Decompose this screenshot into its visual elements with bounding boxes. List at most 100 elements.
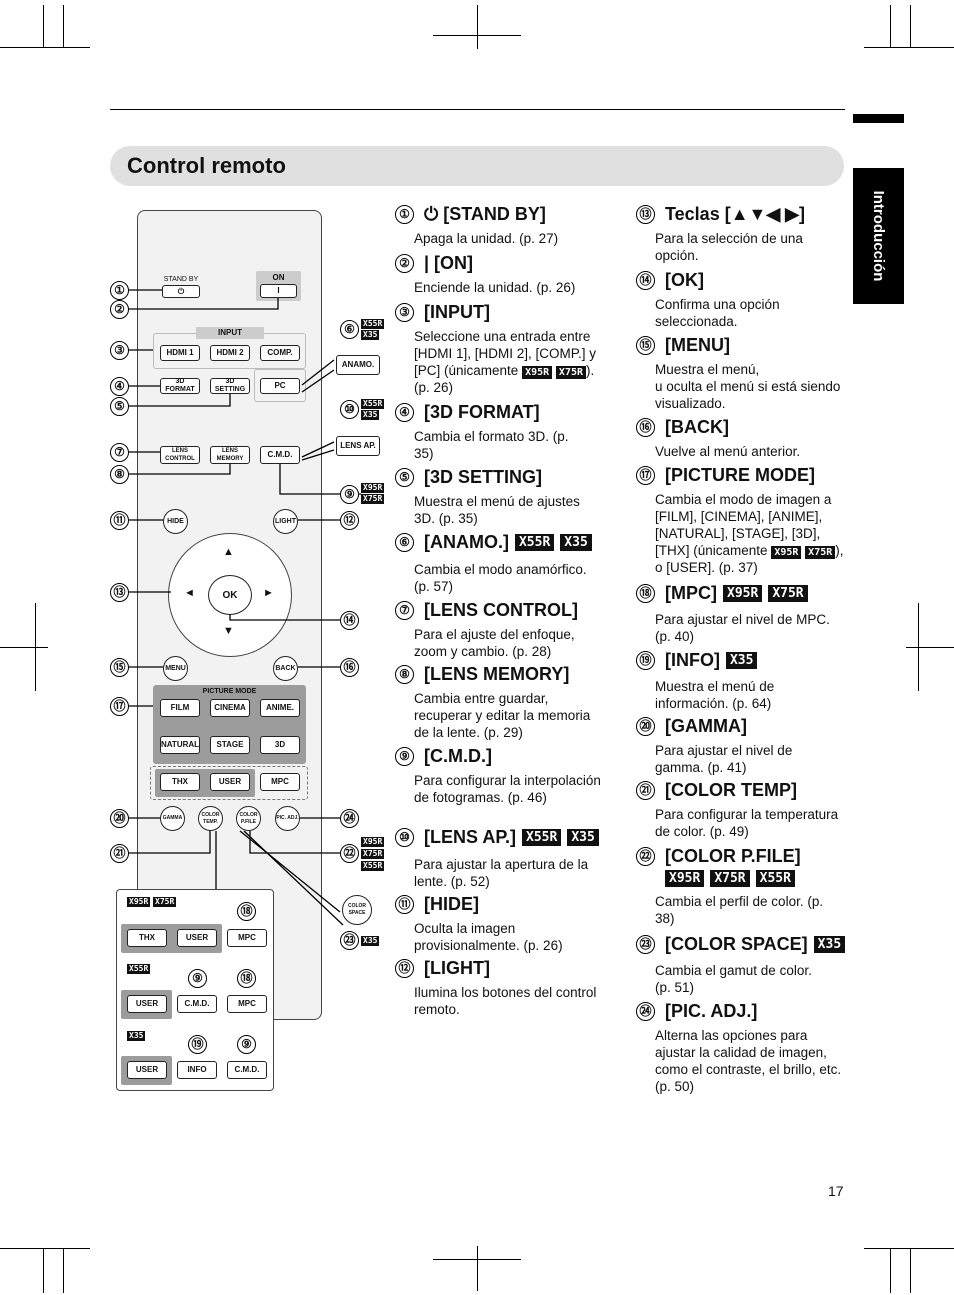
pc-group	[254, 369, 306, 402]
on-button[interactable]: I	[260, 284, 297, 298]
item-number: ㉒	[636, 847, 655, 866]
right-arrow-icon[interactable]: ►	[263, 587, 274, 599]
mpc-button[interactable]: MPC	[260, 773, 300, 791]
color-pfile-button[interactable]: COLOR P.FILE	[236, 806, 261, 831]
color-space-button[interactable]: COLOR SPACE	[342, 895, 372, 925]
up-arrow-icon[interactable]: ▲	[223, 546, 234, 558]
info-button[interactable]: INFO	[177, 1061, 217, 1079]
item-desc: Para configurar la interpolación de foto…	[414, 773, 601, 805]
crop-mark	[890, 5, 891, 47]
crop-mark	[477, 1246, 478, 1291]
item-label: [PICTURE MODE]	[665, 465, 815, 485]
pic-adj-button[interactable]: PIC. ADJ.	[275, 806, 300, 831]
item-info: ⑲[INFO]X35 Muestra el menú de informació…	[636, 650, 851, 712]
model-tag-x95r: X95R	[361, 483, 385, 493]
model-tag-x75r: X75R	[768, 585, 808, 602]
crop-mark	[43, 5, 44, 47]
cmd-button[interactable]: C.M.D.	[227, 1061, 267, 1079]
model-tag-x35: X35	[127, 1031, 146, 1041]
cinema-button[interactable]: CINEMA	[210, 699, 250, 717]
user-button[interactable]: USER	[127, 995, 167, 1013]
stand-by-button[interactable]: ⏻	[162, 285, 200, 298]
model-tag-x95r: X95R	[665, 870, 705, 887]
3d-button[interactable]: 3D	[260, 736, 300, 754]
hdmi2-button[interactable]: HDMI 2	[210, 345, 250, 361]
item-pic-adj: ㉔[PIC. ADJ.] Alterna las opciones para a…	[636, 1001, 851, 1095]
pc-button[interactable]: PC	[260, 378, 300, 394]
back-button[interactable]: BACK	[273, 656, 298, 681]
item-desc: Cambia el modo de imagen a [FILM], [CINE…	[655, 492, 832, 558]
item-number: ⑭	[636, 271, 655, 290]
item-desc: ). (p. 26)	[414, 363, 595, 395]
item-label: [LIGHT]	[424, 958, 490, 978]
anamo-button[interactable]: ANAMO.	[336, 355, 380, 375]
thx-button[interactable]: THX	[127, 929, 167, 947]
lens-control-button[interactable]: LENS CONTROL	[160, 446, 200, 464]
item-gamma: ⑳[GAMMA] Para ajustar el nivel de gamma.…	[636, 716, 851, 776]
header-rule	[110, 109, 845, 110]
comp-button[interactable]: COMP.	[260, 345, 300, 361]
left-arrow-icon[interactable]: ◄	[184, 587, 195, 599]
model-tag-x95r: X95R	[522, 366, 553, 379]
3d-setting-button[interactable]: 3D SETTING	[210, 378, 250, 394]
user-button[interactable]: USER	[177, 929, 217, 947]
page-number: 17	[828, 1183, 844, 1199]
3d-format-button[interactable]: 3D FORMAT	[160, 378, 200, 394]
ok-button[interactable]: OK	[208, 575, 252, 615]
title-bar: Control remoto	[110, 146, 844, 186]
item-label: [LENS AP.]	[424, 827, 517, 847]
item-desc: Para ajustar el nivel de gamma. (p. 41)	[655, 743, 793, 775]
item-desc: Oculta la imagen provisionalmente. (p. 2…	[414, 921, 563, 953]
mpc-button[interactable]: MPC	[227, 995, 267, 1013]
natural-button[interactable]: NATURAL	[160, 736, 200, 754]
model-tag-x35: X35	[567, 829, 599, 846]
light-button[interactable]: LIGHT	[273, 509, 298, 534]
crop-mark	[910, 5, 911, 47]
hide-button[interactable]: HIDE	[163, 509, 188, 534]
item-lens-memory: ⑧[LENS MEMORY] Cambia entre guardar, rec…	[395, 664, 610, 741]
down-arrow-icon[interactable]: ▼	[223, 625, 234, 637]
mpc-button[interactable]: MPC	[227, 929, 267, 947]
model-tag-x35: X35	[560, 534, 592, 551]
item-3d-format: ④[3D FORMAT] Cambia el formato 3D. (p. 3…	[395, 402, 595, 462]
gamma-button[interactable]: GAMMA	[160, 806, 185, 831]
lens-memory-button[interactable]: LENS MEMORY	[210, 446, 250, 464]
film-button[interactable]: FILM	[160, 699, 200, 717]
hdmi1-button[interactable]: HDMI 1	[160, 345, 200, 361]
user-button[interactable]: USER	[127, 1061, 167, 1079]
item-stand-by: ①⏻ [STAND BY] Apaga la unidad. (p. 27)	[395, 204, 558, 247]
crop-mark	[918, 603, 919, 691]
user-button[interactable]: USER	[210, 773, 250, 791]
item-desc: Muestra el menú de ajustes 3D. (p. 35)	[414, 494, 580, 526]
model-tag-x55r: X55R	[127, 964, 151, 974]
crop-mark	[864, 47, 954, 48]
anime-button[interactable]: ANIME.	[260, 699, 300, 717]
item-label: [INFO]	[665, 650, 720, 670]
item-number: ⑱	[636, 584, 655, 603]
model-tag-x95r: X95R	[127, 897, 151, 907]
crop-mark	[63, 5, 64, 47]
cmd-button[interactable]: C.M.D.	[260, 446, 300, 464]
stage-button[interactable]: STAGE	[210, 736, 250, 754]
thx-button[interactable]: THX	[160, 773, 200, 791]
crop-mark	[906, 647, 954, 648]
menu-button[interactable]: MENU	[163, 656, 188, 681]
item-desc: ), o [USER]. (p. 37)	[655, 543, 844, 575]
item-on: ②| [ON] Enciende la unidad. (p. 26)	[395, 253, 575, 296]
item-desc: Para la selección de una opción.	[655, 231, 803, 263]
item-number: ㉑	[636, 781, 655, 800]
item-label: [COLOR P.FILE]	[665, 846, 801, 866]
callout-5: ⑤	[110, 397, 129, 416]
callout-8: ⑧	[110, 465, 129, 484]
section-tab[interactable]: Introducción	[853, 168, 904, 304]
crop-mark	[35, 603, 36, 691]
lens-ap-button[interactable]: LENS AP.	[336, 436, 380, 456]
item-number: ⑧	[395, 665, 414, 684]
cmd-button[interactable]: C.M.D.	[177, 995, 217, 1013]
item-label: [INPUT]	[424, 302, 490, 322]
item-light: ⑫[LIGHT] Ilumina los botones del control…	[395, 958, 610, 1018]
crop-mark	[910, 1248, 911, 1293]
callout-24: ㉔	[340, 809, 359, 828]
color-temp-button[interactable]: COLOR TEMP.	[198, 806, 223, 831]
